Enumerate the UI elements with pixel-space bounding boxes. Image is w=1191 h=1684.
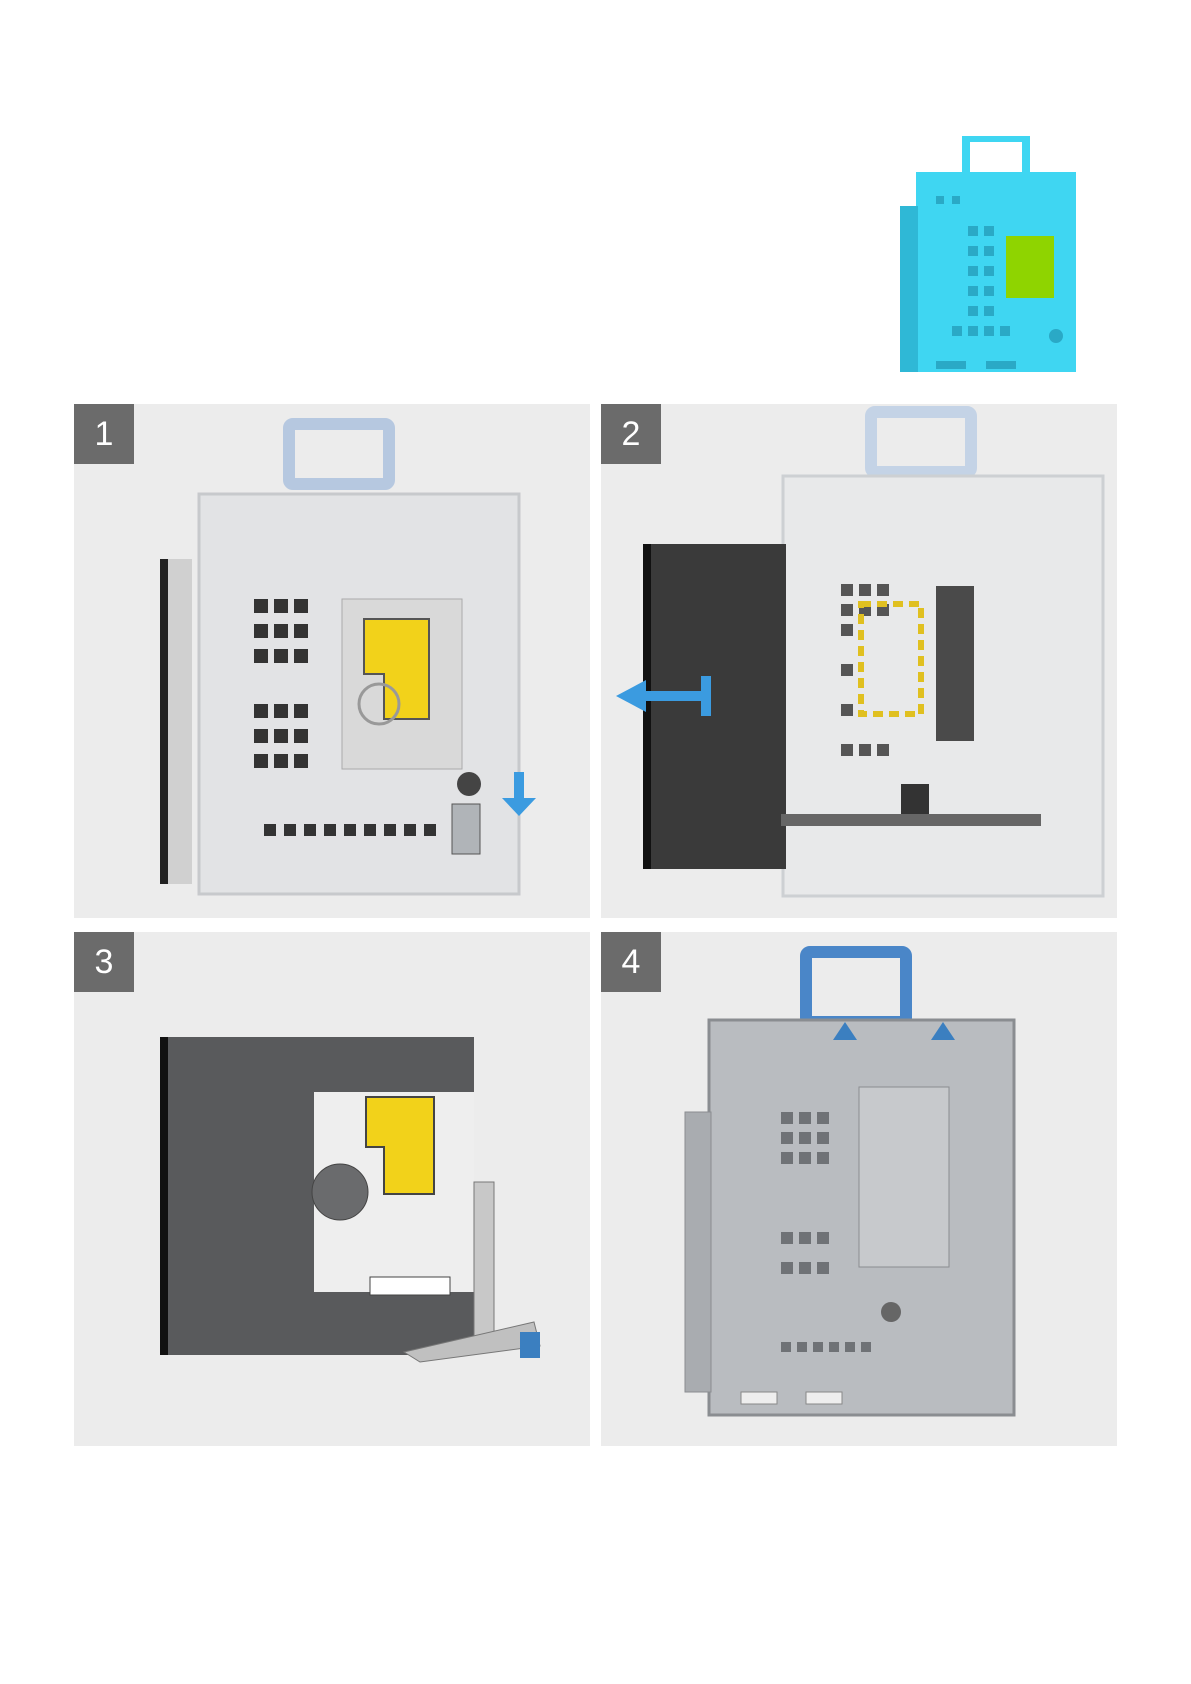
step-1-illustration	[74, 404, 590, 918]
step-number-badge: 1	[74, 404, 134, 464]
step-4-panel: 4	[601, 932, 1117, 1446]
step-3-panel: 3	[74, 932, 590, 1446]
step-2-illustration	[601, 404, 1117, 918]
assembly-highlight-thumbnail	[896, 136, 1096, 380]
step-number-badge: 2	[601, 404, 661, 464]
step-2-panel: 2	[601, 404, 1117, 918]
step-4-illustration	[601, 932, 1117, 1446]
step-1-panel: 1	[74, 404, 590, 918]
step-number-badge: 4	[601, 932, 661, 992]
step-number-badge: 3	[74, 932, 134, 992]
step-3-illustration	[74, 932, 590, 1446]
